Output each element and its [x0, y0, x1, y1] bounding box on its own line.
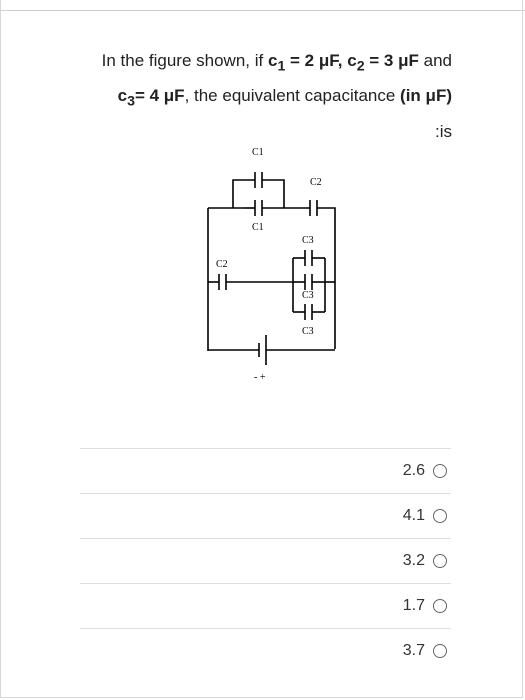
- label-c1-bottom: C1: [252, 222, 264, 233]
- option-label: 3.7: [402, 642, 425, 659]
- radio-button[interactable]: [433, 554, 447, 568]
- option-row[interactable]: 2.6: [80, 448, 451, 493]
- label-c3-b: C3: [302, 290, 314, 301]
- label-c2-left: C2: [216, 259, 228, 270]
- circuit-diagram: C1 C1 C2 C2 C3 C3 C3 - +: [207, 147, 336, 383]
- radio-button[interactable]: [433, 464, 447, 478]
- top-divider: [0, 0, 525, 11]
- answer-options: 2.6 4.1 3.2 1.7 3.7: [80, 448, 451, 673]
- question-line-3: :is: [435, 121, 452, 141]
- option-label: 1.7: [402, 597, 425, 614]
- label-c3-a: C3: [302, 235, 314, 246]
- radio-button[interactable]: [433, 599, 447, 613]
- option-row[interactable]: 3.2: [80, 538, 451, 583]
- battery-polarity-label: - +: [254, 372, 266, 383]
- label-c2-right: C2: [310, 177, 322, 188]
- option-label: 2.6: [402, 462, 425, 479]
- radio-button[interactable]: [433, 509, 447, 523]
- option-row[interactable]: 1.7: [80, 583, 451, 628]
- option-label: 4.1: [402, 507, 425, 524]
- label-c3-c: C3: [302, 326, 314, 337]
- option-row[interactable]: 3.7: [80, 628, 451, 673]
- label-c1-top: C1: [252, 147, 264, 158]
- option-row[interactable]: 4.1: [80, 493, 451, 538]
- option-label: 3.2: [402, 552, 425, 569]
- question-text: In the figure shown, if c1 = 2 μF, c2 = …: [80, 46, 452, 147]
- question-line-1: In the figure shown, if c1 = 2 μF, c2 = …: [101, 51, 452, 75]
- question-line-2: c3= 4 μF, the equivalent capacitance (in…: [117, 86, 452, 110]
- radio-button[interactable]: [433, 644, 447, 658]
